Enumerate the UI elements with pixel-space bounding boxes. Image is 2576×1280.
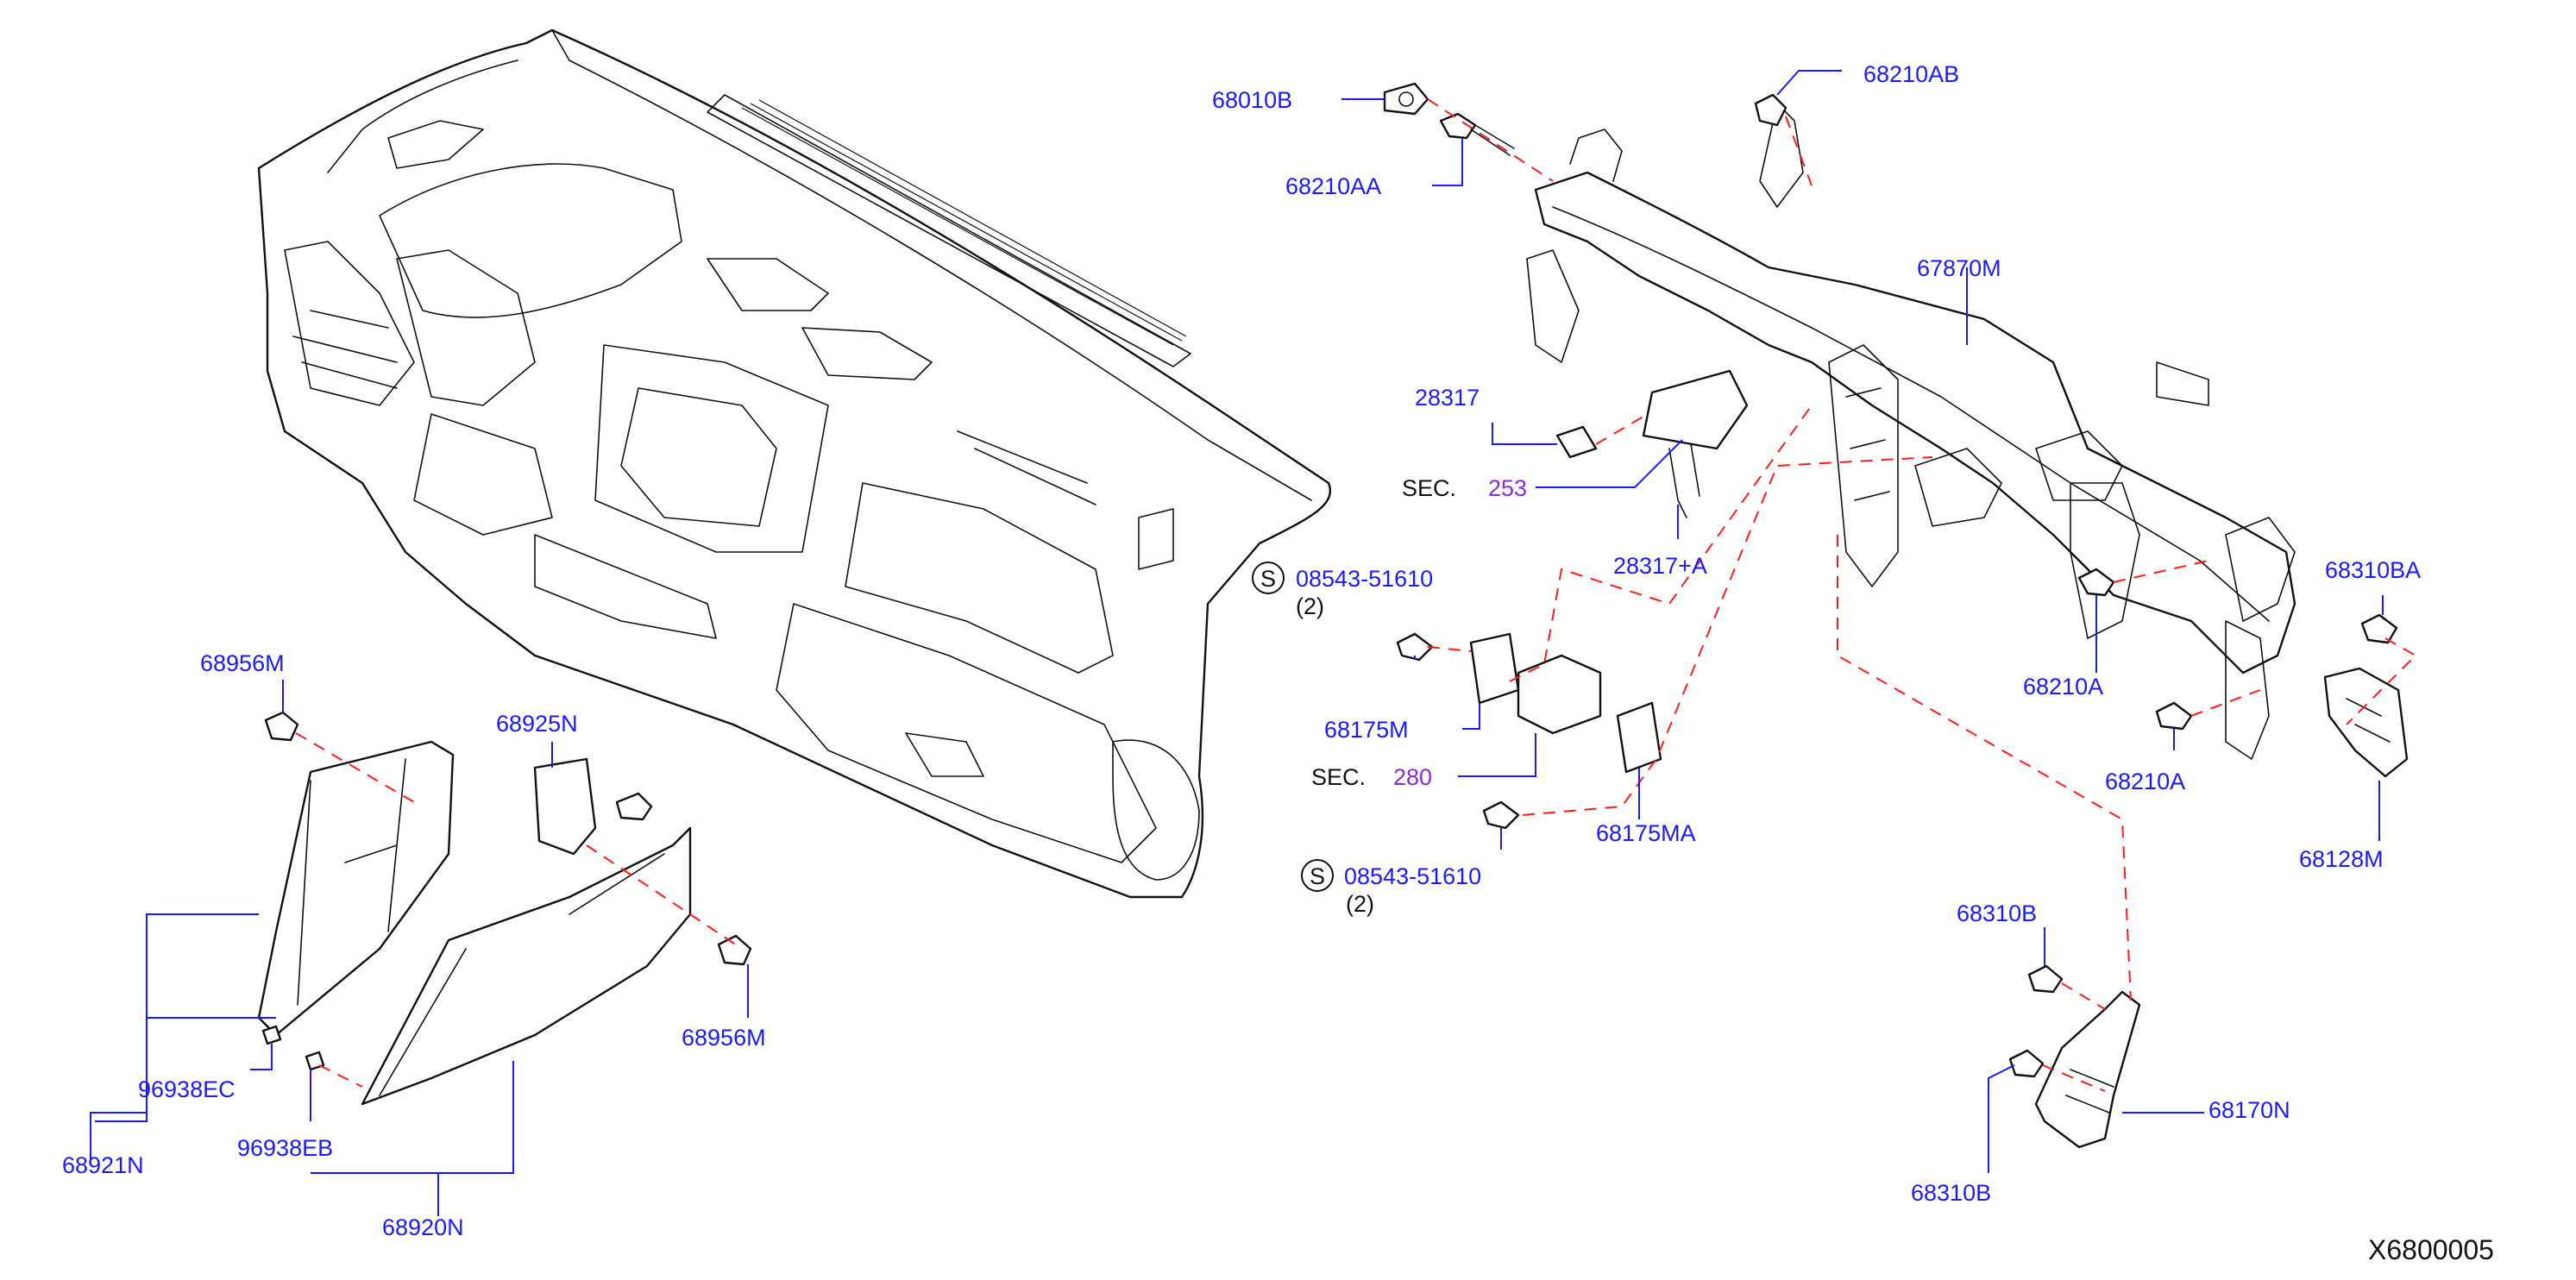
- label-68310BA: 68310BA: [2325, 557, 2421, 583]
- label-68210AA: 68210AA: [1285, 173, 1381, 199]
- label-68310B-2: 68310B: [1911, 1180, 1991, 1206]
- label-sec-text-2: SEC.: [1311, 764, 1366, 790]
- label-68210AB: 68210AB: [1863, 61, 1959, 87]
- label-68921N: 68921N: [62, 1152, 144, 1178]
- s-symbol-2: S: [1310, 863, 1325, 889]
- label-68128M: 68128M: [2299, 846, 2384, 872]
- label-68956M-1: 68956M: [200, 650, 285, 676]
- label-bolt-2-qty: (2): [1346, 891, 1374, 917]
- label-68956M-2: 68956M: [682, 1025, 766, 1051]
- screw-symbols: S S: [1252, 562, 1334, 892]
- label-68925N: 68925N: [496, 711, 578, 737]
- leader-lines: [90, 70, 2384, 1216]
- s-symbol-circle-1: [1252, 562, 1285, 594]
- label-sec-253: 253: [1488, 475, 1527, 501]
- label-bolt-1-qty: (2): [1296, 593, 1324, 619]
- phantom-lines: [295, 98, 2417, 1092]
- steering-member-drawing: [1526, 103, 2296, 760]
- s-symbol-circle-2: [1301, 859, 1334, 892]
- small-parts-drawing: [257, 82, 2409, 1149]
- label-96938EB: 96938EB: [237, 1135, 333, 1161]
- label-28317: 28317: [1415, 385, 1480, 411]
- diagram-id: X6800005: [2368, 1234, 2494, 1265]
- label-68010B: 68010B: [1212, 87, 1292, 113]
- label-68210A-1: 68210A: [2023, 674, 2103, 700]
- label-sec-280: 280: [1393, 764, 1432, 790]
- label-96938EC: 96938EC: [138, 1076, 236, 1102]
- label-68170N: 68170N: [2208, 1097, 2290, 1123]
- part-labels: 68010B 68210AA 68210AB 67870M 28317 SEC.…: [62, 61, 2494, 1265]
- s-symbol-1: S: [1260, 566, 1276, 592]
- label-bolt-1: 08543-51610: [1296, 566, 1433, 592]
- label-sec-text-1: SEC.: [1402, 475, 1456, 501]
- label-28317A: 28317+A: [1613, 553, 1707, 579]
- label-68310B-1: 68310B: [1957, 900, 2037, 926]
- label-68175MA: 68175MA: [1596, 820, 1696, 846]
- label-68210A-2: 68210A: [2105, 769, 2185, 794]
- instrument-panel-drawing: [257, 28, 1331, 899]
- label-67870M: 67870M: [1917, 255, 2001, 281]
- label-68175M: 68175M: [1324, 717, 1409, 743]
- label-bolt-2: 08543-51610: [1344, 863, 1481, 889]
- label-68920N: 68920N: [382, 1214, 464, 1240]
